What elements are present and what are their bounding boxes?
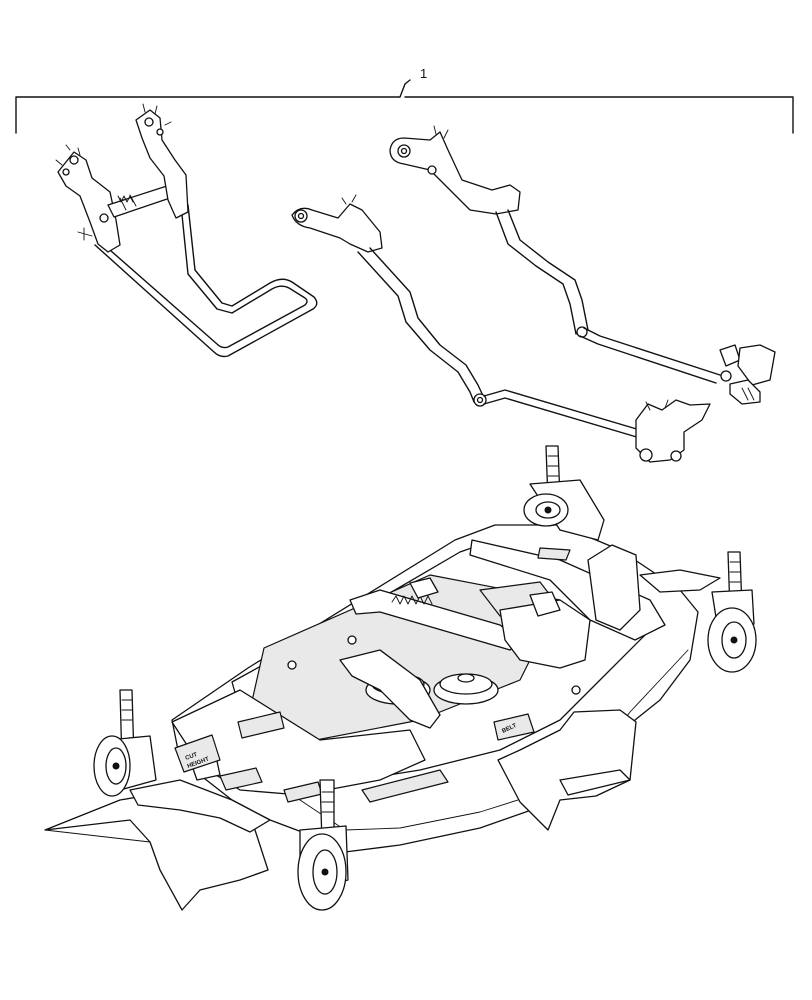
lift-pedal-assembly: [55, 103, 318, 358]
lift-link-rod-front: [291, 194, 711, 463]
lift-link-rod-rear: [389, 125, 776, 405]
spindle-pulley-center: [433, 673, 499, 705]
discharge-chute: [44, 779, 271, 911]
caster-wheel-front-left: [297, 779, 349, 911]
caster-wheel-rear-right: [523, 445, 605, 541]
item-number-label: 1: [420, 66, 427, 81]
caster-wheel-front-right: [707, 551, 757, 673]
callout-bracket: 1: [15, 66, 794, 134]
caster-wheel-rear-left: [93, 689, 157, 797]
mower-deck: BELT CUT HEIGHT: [171, 524, 721, 853]
cut-height-decal-line1: CUT: [185, 752, 199, 762]
